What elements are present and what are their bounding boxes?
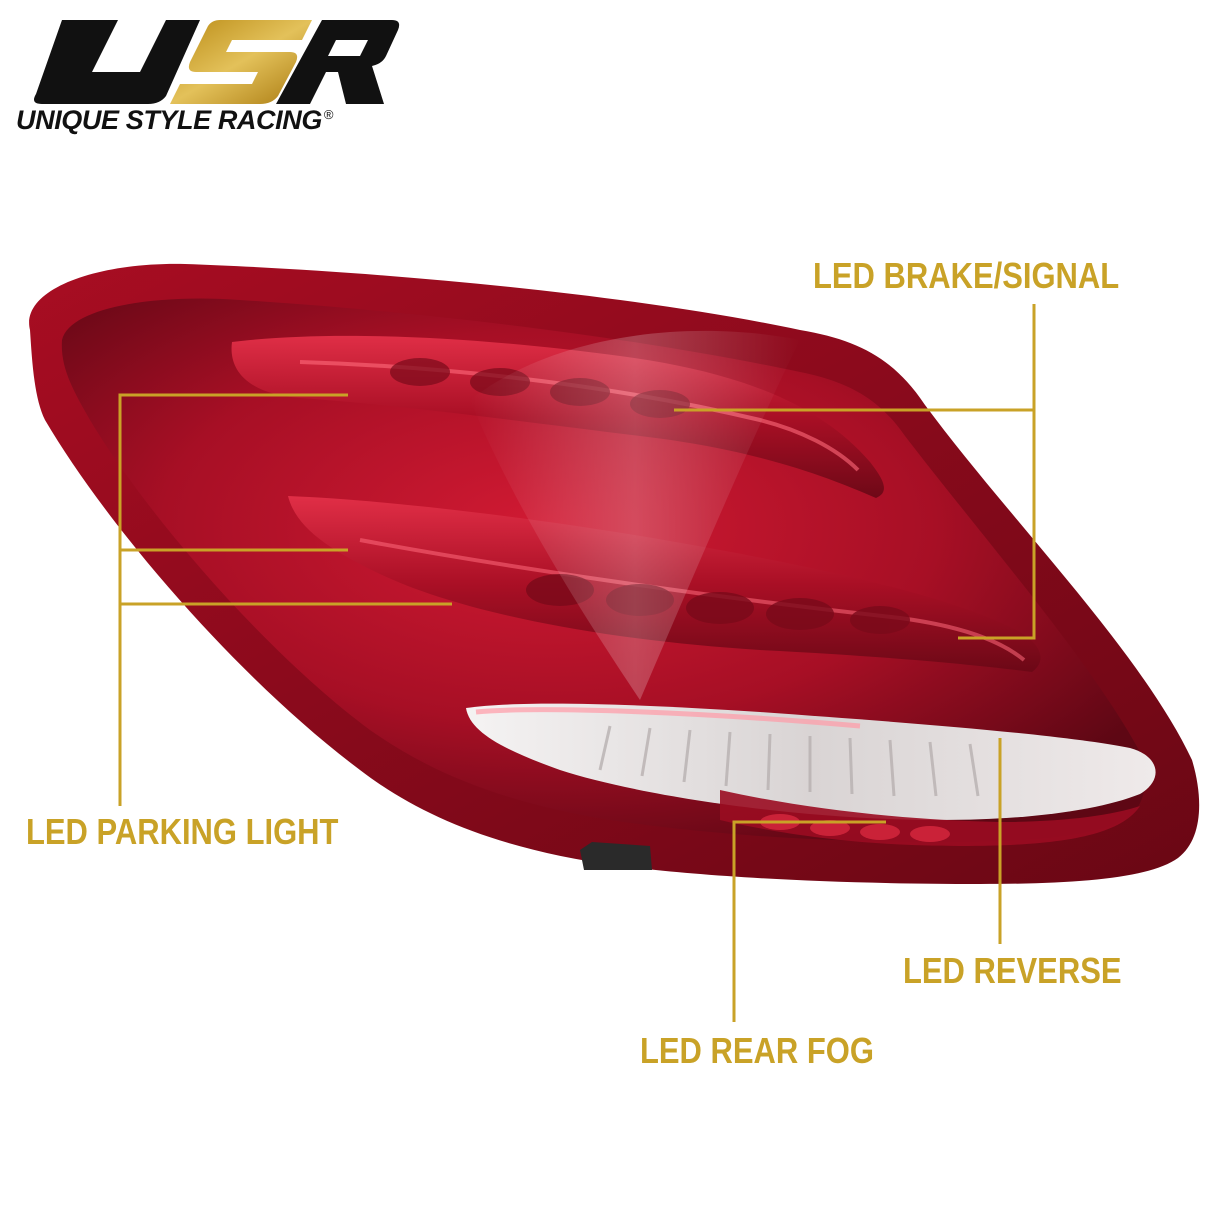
brand-tagline: UNIQUE STYLE RACING®: [16, 105, 334, 135]
registered-mark: ®: [323, 107, 334, 122]
callout-led-reverse: LED REVERSE: [903, 950, 1122, 991]
callout-lines: [118, 304, 1036, 1022]
tail-light-icon: [29, 263, 1200, 885]
callout-led-brake-signal: LED BRAKE/SIGNAL: [813, 255, 1120, 296]
callout-led-parking-light: LED PARKING LIGHT: [26, 811, 339, 852]
usr-logo-icon: [34, 20, 400, 104]
brand-tagline-text: UNIQUE STYLE RACING: [16, 105, 322, 135]
callout-led-rear-fog: LED REAR FOG: [640, 1030, 874, 1071]
